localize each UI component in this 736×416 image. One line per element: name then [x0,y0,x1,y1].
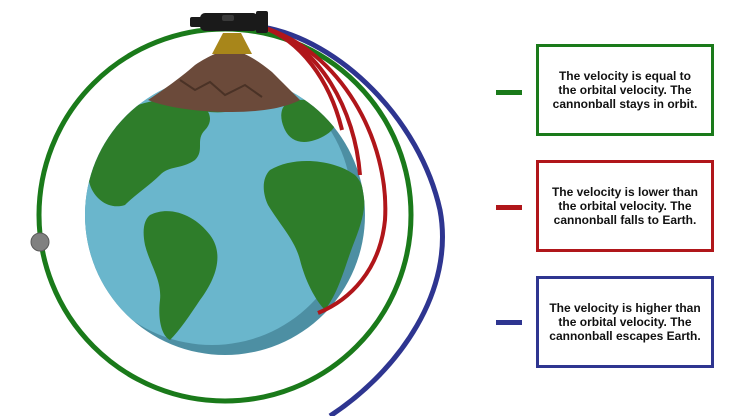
cannon-icon [190,11,268,54]
legend-box-falls: The velocity is lower than the orbital v… [536,160,714,252]
mountain-icon [148,50,300,112]
legend-swatch-falls [496,205,522,210]
legend-text-falls: The velocity is lower than the orbital v… [551,185,699,227]
earth-icon [85,75,365,355]
legend-box-orbit: The velocity is equal to the orbital vel… [536,44,714,136]
legend-swatch-orbit [496,90,522,95]
legend-text-orbit: The velocity is equal to the orbital vel… [552,69,698,111]
legend-swatch-escapes [496,320,522,325]
cannonball-icon [30,232,50,252]
legend-box-escapes: The velocity is higher than the orbital … [536,276,714,368]
falls-trajectory-3 [261,25,388,315]
escape-trajectory [261,24,445,416]
legend-text-escapes: The velocity is higher than the orbital … [549,301,701,343]
